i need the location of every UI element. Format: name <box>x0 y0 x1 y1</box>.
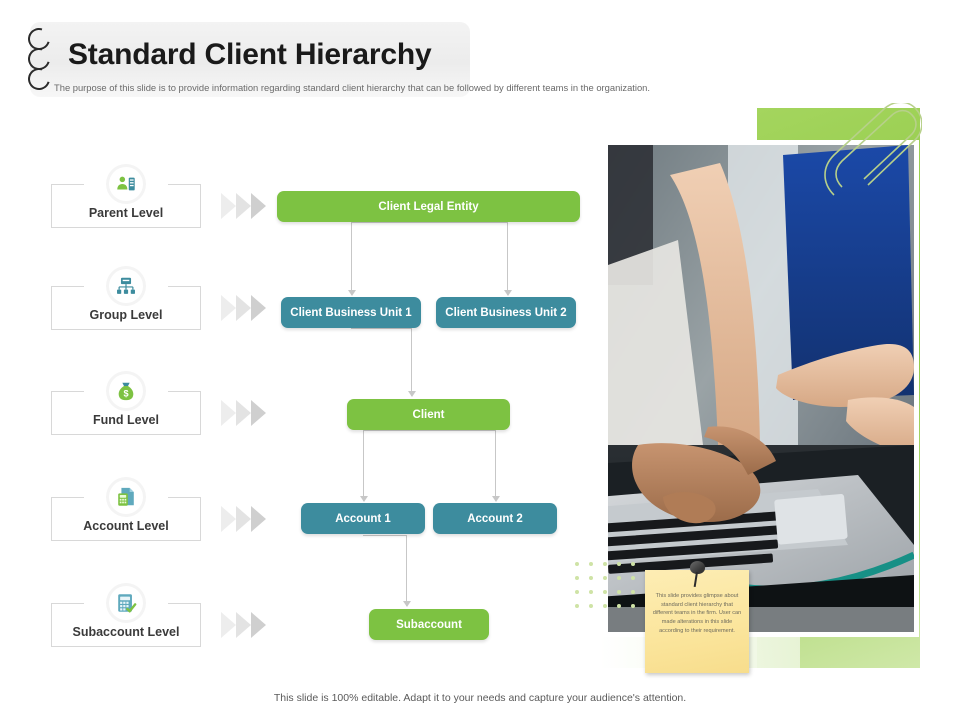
people-server-icon <box>109 167 143 201</box>
money-bag-icon: $ <box>109 374 143 408</box>
svg-text:$: $ <box>123 389 128 399</box>
chevron-arrows-subaccount <box>221 612 277 638</box>
connector-to-bu1 <box>347 222 356 296</box>
level-label: Account Level <box>83 519 169 533</box>
sticky-note: This slide provides glimpse about standa… <box>645 561 749 673</box>
connector-bu1-to-client <box>407 328 416 397</box>
flow-node-account-2[interactable]: Account 2 <box>433 503 557 534</box>
connector-horizontal <box>351 328 411 329</box>
level-label: Fund Level <box>93 413 159 427</box>
flow-node-label: Client Business Unit 2 <box>445 306 567 319</box>
dot-grid-decoration <box>575 562 637 620</box>
account-document-icon <box>109 480 143 514</box>
chevron-arrows-account <box>221 506 277 532</box>
header-panel <box>30 22 470 97</box>
flow-node-label: Account 2 <box>467 512 523 525</box>
flow-node-client[interactable]: Client <box>347 399 510 430</box>
connector-horizontal <box>351 222 508 223</box>
connector-to-account2 <box>491 430 500 502</box>
level-label: Parent Level <box>88 206 164 220</box>
checklist-document-icon <box>109 586 143 620</box>
page-subtitle: The purpose of this slide is to provide … <box>54 82 650 93</box>
connector-to-bu2 <box>503 222 512 296</box>
flow-node-client-legal-entity[interactable]: Client Legal Entity <box>277 191 580 222</box>
connector-account1-to-subaccount <box>402 535 411 607</box>
flow-node-label: Client Legal Entity <box>378 200 479 213</box>
flow-node-label: Account 1 <box>335 512 391 525</box>
flow-node-account-1[interactable]: Account 1 <box>301 503 425 534</box>
sticky-note-text: This slide provides glimpse about standa… <box>652 593 742 634</box>
connector-horizontal <box>363 430 495 431</box>
level-label: Group Level <box>89 308 163 322</box>
chevron-arrows-fund <box>221 400 277 426</box>
flow-node-subaccount[interactable]: Subaccount <box>369 609 489 640</box>
level-label: Subaccount Level <box>72 625 180 639</box>
footer-note: This slide is 100% editable. Adapt it to… <box>273 692 687 704</box>
flow-node-label: Client <box>412 408 445 421</box>
pushpin-icon <box>689 561 706 587</box>
page-title: Standard Client Hierarchy <box>68 38 432 71</box>
flow-node-client-business-unit-2[interactable]: Client Business Unit 2 <box>436 297 576 328</box>
connector-to-account1 <box>359 430 368 502</box>
flow-node-label: Subaccount <box>396 618 462 631</box>
flow-node-label: Client Business Unit 1 <box>290 306 412 319</box>
connector-horizontal <box>363 535 406 536</box>
org-chart-icon <box>109 269 143 303</box>
chevron-arrows-group <box>221 295 277 321</box>
flow-node-client-business-unit-1[interactable]: Client Business Unit 1 <box>281 297 421 328</box>
chevron-arrows-parent <box>221 193 277 219</box>
photo-business-meeting <box>608 145 914 632</box>
